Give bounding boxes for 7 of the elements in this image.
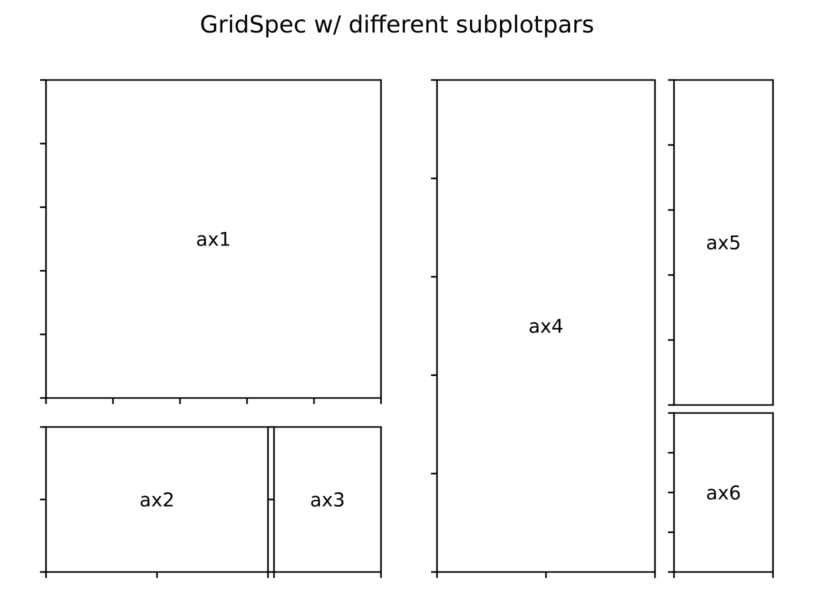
chart-title: GridSpec w/ different subplotpars bbox=[201, 14, 593, 38]
axes-box: ax3 bbox=[273, 426, 382, 573]
axes-box: ax1 bbox=[45, 79, 382, 399]
axes-box: ax2 bbox=[45, 426, 269, 573]
axes-box: ax6 bbox=[673, 412, 774, 573]
axes-box: ax5 bbox=[673, 79, 774, 406]
axes-box: ax4 bbox=[436, 79, 656, 573]
